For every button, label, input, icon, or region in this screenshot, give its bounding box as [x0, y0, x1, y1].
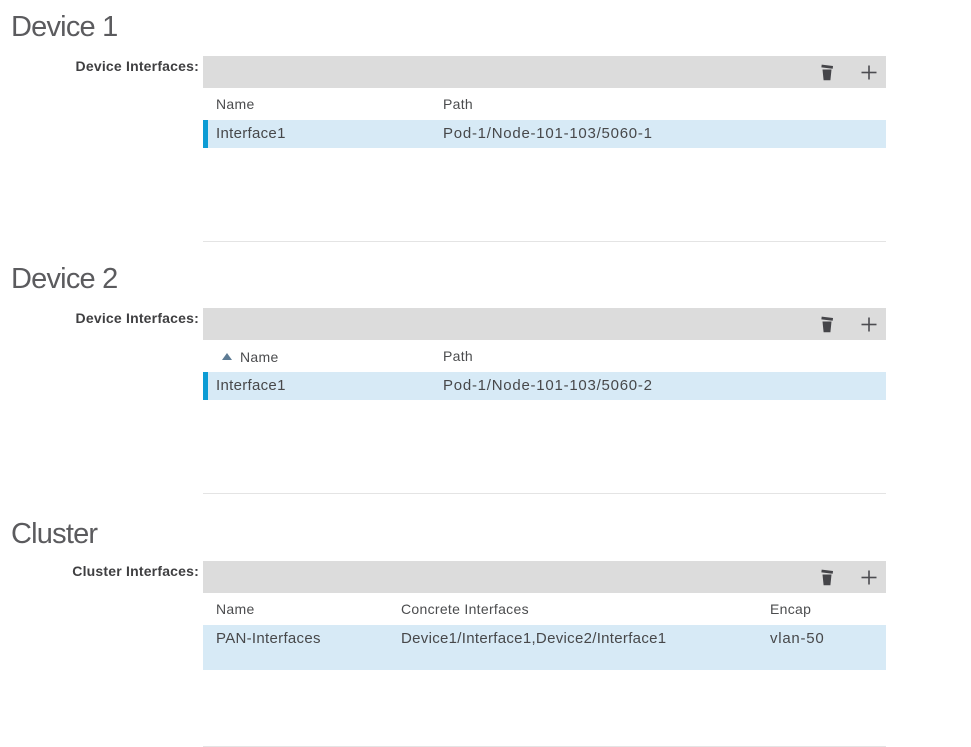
- table-row-pan-interfaces[interactable]: PAN-Interfaces Device1/Interface1,Device…: [203, 625, 886, 670]
- section-title-device-2: Device 2: [11, 263, 118, 295]
- column-header-path[interactable]: Path: [443, 348, 473, 364]
- delete-icon[interactable]: [821, 315, 833, 333]
- column-header-path[interactable]: Path: [443, 96, 473, 112]
- cell-name: Interface1: [216, 376, 286, 394]
- column-header-name-sorted[interactable]: Name: [203, 347, 443, 365]
- cell-encap: vlan-50: [770, 630, 825, 647]
- add-icon[interactable]: [861, 65, 877, 80]
- cell-name: PAN-Interfaces: [216, 630, 321, 647]
- table-header-row: Name Path: [203, 340, 886, 372]
- cell-path: Pod-1/Node-101-103/5060-1: [443, 124, 653, 142]
- column-header-concrete-interfaces[interactable]: Concrete Interfaces: [401, 601, 529, 617]
- table-header-row: Name Path: [203, 88, 886, 120]
- device-2-table-toolbar: [203, 308, 886, 340]
- add-icon[interactable]: [861, 317, 877, 332]
- table-row-interface1[interactable]: Interface1 Pod-1/Node-101-103/5060-1: [203, 120, 886, 148]
- cell-name: Interface1: [216, 124, 286, 142]
- device-1-interfaces-table: Name Path Interface1 Pod-1/Node-101-103/…: [203, 56, 886, 242]
- column-header-encap[interactable]: Encap: [770, 601, 812, 617]
- cluster-interfaces-label: Cluster Interfaces:: [72, 563, 199, 579]
- column-header-name[interactable]: Name: [216, 601, 255, 617]
- row-selection-bar: [203, 120, 208, 148]
- section-title-cluster: Cluster: [11, 518, 98, 550]
- device-interfaces-label: Device Interfaces:: [75, 58, 199, 74]
- column-header-name[interactable]: Name: [216, 96, 255, 112]
- cluster-table-toolbar: [203, 561, 886, 593]
- delete-icon[interactable]: [821, 63, 833, 81]
- add-icon[interactable]: [861, 570, 877, 585]
- cell-concrete-interfaces: Device1/Interface1,Device2/Interface1: [401, 630, 667, 647]
- cluster-interfaces-table: Name Concrete Interfaces Encap PAN-Inter…: [203, 561, 886, 747]
- delete-icon[interactable]: [821, 568, 833, 586]
- table-header-row: Name Concrete Interfaces Encap: [203, 593, 886, 625]
- table-row-interface1[interactable]: Interface1 Pod-1/Node-101-103/5060-2: [203, 372, 886, 400]
- device-1-table-toolbar: [203, 56, 886, 88]
- device-2-interfaces-table: Name Path Interface1 Pod-1/Node-101-103/…: [203, 308, 886, 494]
- device-interfaces-label: Device Interfaces:: [75, 310, 199, 326]
- section-title-device-1: Device 1: [11, 11, 118, 43]
- sort-ascending-icon: [222, 353, 232, 361]
- row-selection-bar: [203, 372, 208, 400]
- cell-path: Pod-1/Node-101-103/5060-2: [443, 376, 653, 394]
